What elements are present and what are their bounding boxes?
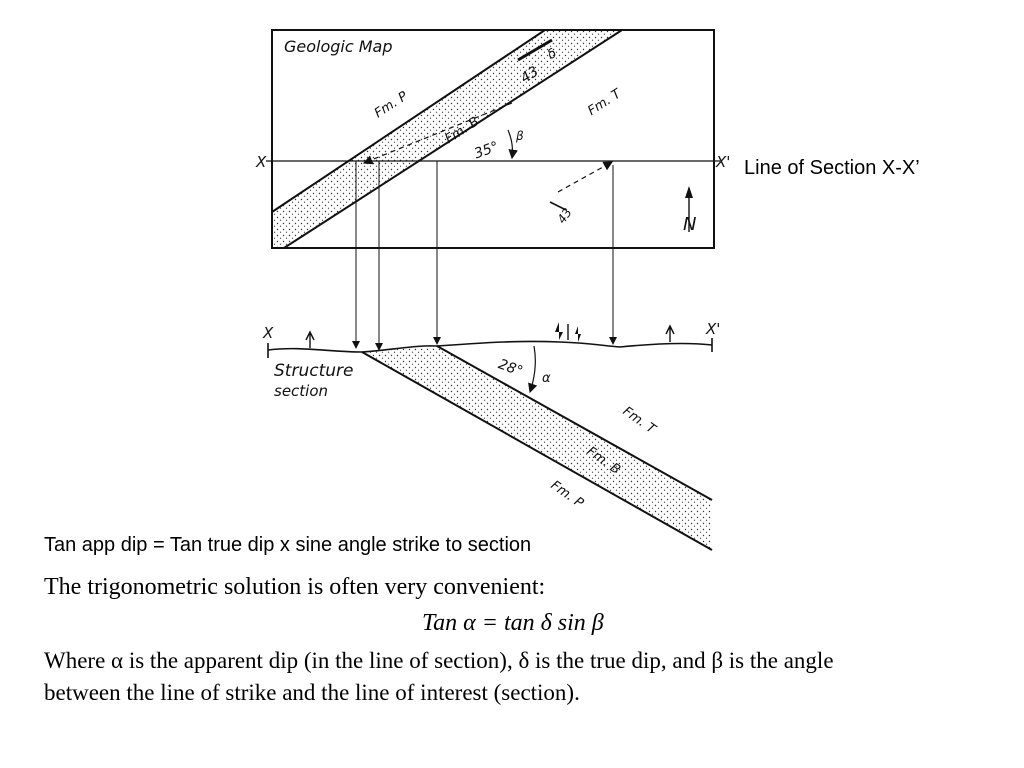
strike-symbol-top bbox=[517, 38, 553, 62]
structure-section-subtitle: section bbox=[274, 382, 328, 400]
section-contact-lower bbox=[361, 351, 713, 551]
section-fm-p-label: Fm. P bbox=[548, 478, 586, 511]
map-fm-t-label: Fm. T bbox=[585, 86, 625, 119]
section-formation-b bbox=[362, 346, 712, 550]
map-frame bbox=[271, 29, 715, 249]
section-contact-upper bbox=[436, 345, 713, 501]
intro-text: The trigonometric solution is often very… bbox=[44, 574, 545, 600]
where-line-1: Where α is the apparent dip (in the line… bbox=[44, 648, 834, 673]
beta-label: β bbox=[515, 129, 524, 143]
map-dip-arrow-2 bbox=[557, 161, 614, 193]
contact-upper bbox=[283, 30, 623, 248]
map-x-left-label: X bbox=[255, 153, 267, 171]
structure-section-title: Structure bbox=[274, 361, 353, 381]
section-x-left-label: X bbox=[262, 324, 274, 342]
tree-icon bbox=[305, 322, 675, 348]
map-fm-p-label: Fm. P bbox=[372, 89, 411, 121]
north-arrow-head bbox=[685, 186, 693, 198]
alpha-arc bbox=[528, 345, 538, 394]
equation: Tan α = tan δ sin β bbox=[422, 610, 604, 636]
line-of-section-label: Line of Section X-X’ bbox=[744, 157, 920, 179]
formula-caption: Tan app dip = Tan true dip x sine angle … bbox=[44, 534, 531, 556]
section-x-right-label: X' bbox=[705, 320, 720, 338]
projection-lines bbox=[352, 161, 617, 351]
apparent-dip-angle: 28° bbox=[496, 356, 525, 380]
section-fm-t-label: Fm. T bbox=[620, 404, 659, 438]
north-label: N bbox=[683, 214, 696, 235]
alpha-label: α bbox=[542, 371, 551, 386]
contact-lower bbox=[272, 30, 546, 213]
geologic-map: X X' 43 δ Fm. P Fm. B Fm. T 35° β 43 N bbox=[255, 29, 730, 249]
ground-surface bbox=[267, 340, 713, 353]
beta-arc bbox=[507, 129, 518, 160]
geologic-map-title: Geologic Map bbox=[284, 37, 393, 56]
strike-symbol-lower bbox=[549, 201, 567, 211]
where-line-2: between the line of strike and the line … bbox=[44, 680, 580, 705]
strike-angle-label: 35° bbox=[472, 139, 501, 163]
structure-section: X X' Structure section 28° α Fm. T Fm. B… bbox=[262, 320, 720, 551]
dip-value-lower: 43 bbox=[554, 206, 574, 227]
formation-b-outcrop bbox=[272, 30, 622, 248]
map-x-right-label: X' bbox=[715, 153, 730, 171]
